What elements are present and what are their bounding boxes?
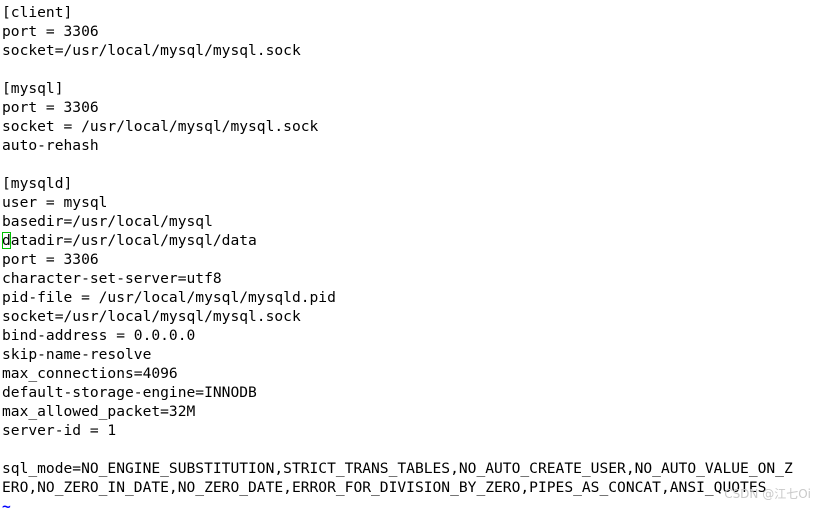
line-11: user = mysql (2, 194, 108, 211)
empty-buffer-tilde: ~ (2, 498, 11, 511)
line-6: port = 3306 (2, 99, 99, 116)
line-7: socket = /usr/local/mysql/mysql.sock (2, 118, 319, 135)
line-8: auto-rehash (2, 137, 99, 154)
cursor-line-text: atadir=/usr/local/mysql/data (10, 232, 257, 249)
line-4 (2, 60, 793, 79)
line-23: server-id = 1 (2, 422, 117, 439)
line-2: port = 3306 (2, 23, 99, 40)
line-16: pid-file = /usr/local/mysql/mysqld.pid (2, 289, 336, 306)
line-14: port = 3306 (2, 251, 99, 268)
watermark: CSDN @江七Oi (724, 487, 811, 501)
line-9 (2, 155, 793, 174)
line-24 (2, 440, 793, 459)
line-13-cursor-line: datadir=/usr/local/mysql/data (2, 231, 793, 250)
line-15: character-set-server=utf8 (2, 270, 222, 287)
text-cursor: d (2, 232, 11, 249)
line-17: socket=/usr/local/mysql/mysql.sock (2, 308, 301, 325)
line-3: socket=/usr/local/mysql/mysql.sock (2, 42, 301, 59)
line-21: default-storage-engine=INNODB (2, 384, 257, 401)
line-26: ERO,NO_ZERO_IN_DATE,NO_ZERO_DATE,ERROR_F… (2, 479, 767, 496)
line-22: max_allowed_packet=32M (2, 403, 196, 420)
line-10: [mysqld] (2, 175, 73, 192)
line-20: max_connections=4096 (2, 365, 178, 382)
line-18: bind-address = 0.0.0.0 (2, 327, 196, 344)
line-1: [client] (2, 4, 73, 21)
line-12: basedir=/usr/local/mysql (2, 213, 213, 230)
text-buffer[interactable]: [client] port = 3306 socket=/usr/local/m… (2, 3, 793, 511)
line-5: [mysql] (2, 80, 64, 97)
line-19: skip-name-resolve (2, 346, 152, 363)
line-25: sql_mode=NO_ENGINE_SUBSTITUTION,STRICT_T… (2, 460, 793, 477)
